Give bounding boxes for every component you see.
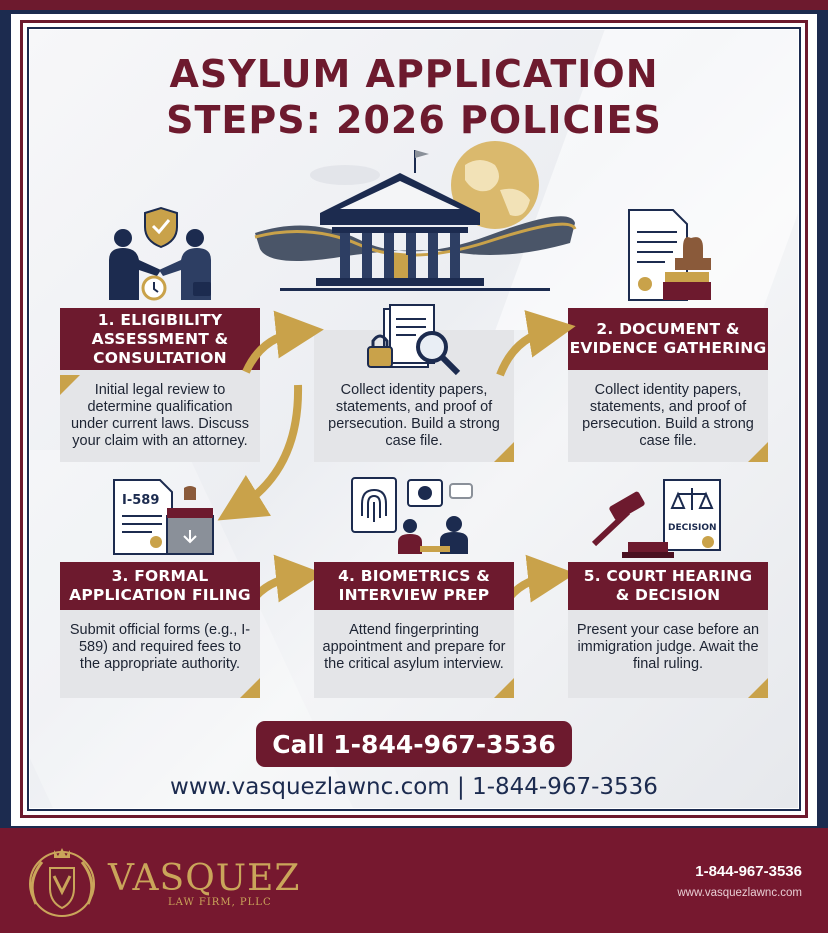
step-1-body: Initial legal review to determine qualif…: [60, 370, 260, 462]
page-title-line-2: STEPS: 2026 POLICIES: [166, 98, 662, 142]
footer-url[interactable]: www.vasquezlawnc.com: [677, 887, 802, 899]
step-4-heading: 4. BIOMETRICS & INTERVIEW PREP: [314, 562, 514, 610]
step-2-body: Collect identity papers, statements, and…: [568, 370, 768, 462]
step-3-heading-line-1: 3. FORMAL: [111, 567, 209, 585]
step-2-heading-line-1: 2. DOCUMENT &: [596, 320, 740, 338]
step-1-description: Initial legal review to determine qualif…: [70, 382, 250, 449]
middle-card-description: Collect identity papers, statements, and…: [328, 382, 500, 449]
step-1-heading-line-3: CONSULTATION: [93, 348, 227, 367]
handshake-icon: [109, 206, 211, 301]
law-firm-crest-icon: [29, 848, 95, 917]
step-5-heading: 5. COURT HEARING & DECISION: [568, 562, 768, 610]
footer-brand: VASQUEZ: [108, 858, 301, 899]
courthouse-globe-icon: [254, 141, 577, 291]
step-5-description: Present your case before an immigration …: [576, 622, 760, 672]
step-3-heading-line-2: APPLICATION FILING: [69, 586, 251, 604]
lock-magnifier-icon: [367, 304, 461, 376]
document-stamp-icon: [628, 209, 711, 301]
step-1-heading-line-2: ASSESSMENT &: [91, 329, 229, 348]
step-5-body: Present your case before an immigration …: [568, 610, 768, 698]
arrow-1-to-2: [242, 310, 324, 374]
fingerprint-interview-icon: [351, 477, 473, 554]
step-2-heading-line-2: EVIDENCE GATHERING: [569, 339, 767, 357]
arrow-2-to-3: [496, 310, 576, 377]
step-5-corner: [748, 678, 768, 698]
step-4-corner: [494, 678, 514, 698]
footer-bar: [0, 828, 828, 933]
footer-brand-sub: LAW FIRM, PLLC: [168, 897, 272, 908]
top-accent-bar: [0, 0, 828, 10]
step-2-description: Collect identity papers, statements, and…: [582, 382, 754, 449]
step-5-heading-line-1: 5. COURT HEARING: [583, 567, 753, 585]
website-phone-line[interactable]: www.vasquezlawnc.com | 1-844-967-3536: [170, 774, 658, 800]
step-3-description: Submit official forms (e.g., I-589) and …: [69, 622, 251, 672]
gavel-scales-icon: DECISION: [591, 479, 721, 558]
step-1-corner: [60, 375, 80, 395]
step-1-heading: 1. ELIGIBILITY ASSESSMENT & CONSULTATION: [60, 308, 260, 370]
decision-label: DECISION: [668, 523, 717, 533]
step-4-description: Attend fingerprinting appointment and pr…: [322, 622, 506, 672]
step-3-heading: 3. FORMAL APPLICATION FILING: [60, 562, 260, 610]
frame-border-maroon: [20, 20, 808, 818]
arrow-down-to-row-2: [217, 384, 303, 521]
form-ballot-icon: I-589: [113, 479, 214, 555]
step-3-body: Submit official forms (e.g., I-589) and …: [60, 610, 260, 698]
frame-border-navy: [27, 27, 801, 811]
step-4-heading-line-1: 4. BIOMETRICS &: [338, 567, 490, 585]
step-4-heading-line-2: INTERVIEW PREP: [338, 586, 490, 604]
middle-card-corner: [494, 442, 514, 462]
step-4-body: Attend fingerprinting appointment and pr…: [314, 610, 514, 698]
call-button[interactable]: Call 1-844-967-3536: [256, 721, 572, 767]
page-title-line-1: ASYLUM APPLICATION: [169, 52, 659, 96]
form-label: I-589: [122, 493, 159, 508]
footer-phone[interactable]: 1-844-967-3536: [695, 863, 802, 880]
step-2-corner: [748, 442, 768, 462]
step-5-heading-line-2: & DECISION: [615, 586, 721, 604]
step-2-heading: 2. DOCUMENT & EVIDENCE GATHERING: [568, 308, 768, 370]
step-3-corner: [240, 678, 260, 698]
step-1-heading-line-1: 1. ELIGIBILITY: [97, 310, 223, 329]
